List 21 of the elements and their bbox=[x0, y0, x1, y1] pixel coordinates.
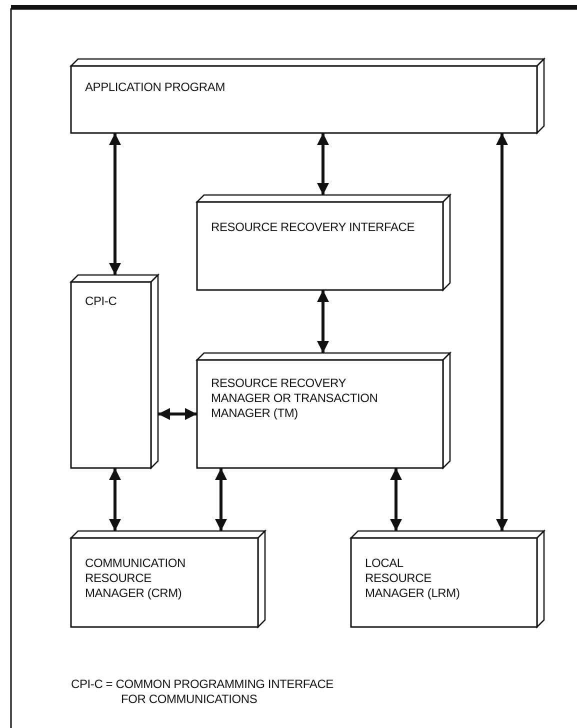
block-box bbox=[197, 353, 450, 468]
double-arrow bbox=[109, 468, 121, 531]
block-box bbox=[71, 275, 158, 468]
block-box bbox=[351, 531, 544, 627]
block-box bbox=[197, 195, 450, 290]
block-box bbox=[71, 59, 544, 133]
block-label: COMMUNICATION RESOURCE MANAGER (CRM) bbox=[85, 556, 187, 601]
footnote: CPI-C = COMMON PROGRAMMING INTERFACE FOR COMMUNICATIONS bbox=[71, 677, 334, 707]
block-label: RESOURCE RECOVERY INTERFACE bbox=[211, 220, 416, 235]
double-arrow bbox=[390, 468, 402, 531]
block-label: CPI-C bbox=[85, 294, 118, 309]
double-arrow bbox=[317, 290, 329, 353]
block-label: APPLICATION PROGRAM bbox=[85, 80, 226, 95]
block-label: RESOURCE RECOVERY MANAGER OR TRANSACTION MANAGER (TM) bbox=[211, 376, 379, 421]
block-label: LOCAL RESOURCE MANAGER (LRM) bbox=[365, 556, 461, 601]
block-box bbox=[71, 531, 265, 627]
double-arrow bbox=[109, 133, 121, 275]
double-arrow bbox=[158, 408, 197, 420]
double-arrow bbox=[215, 468, 227, 531]
double-arrow bbox=[496, 133, 508, 531]
double-arrow bbox=[317, 133, 329, 195]
